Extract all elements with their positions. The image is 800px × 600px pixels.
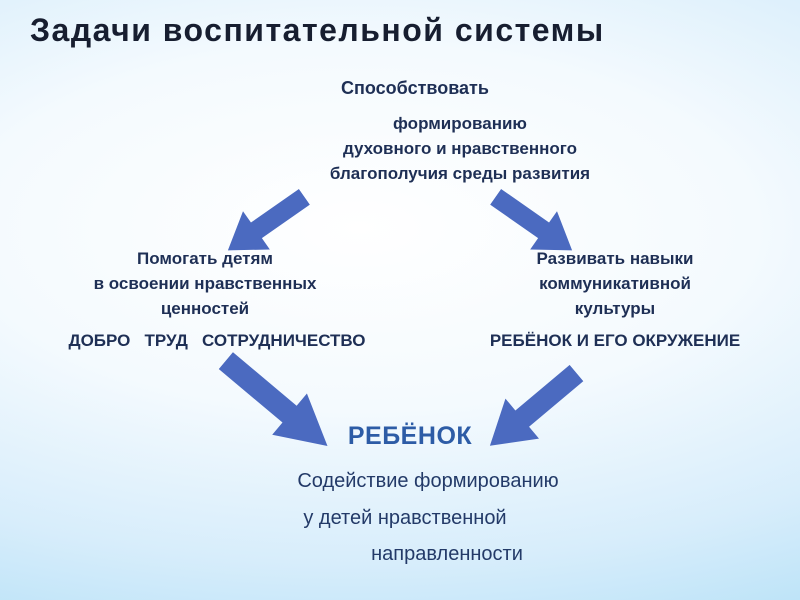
- arrow-down-right-icon: [490, 188, 573, 251]
- top-block-line: духовного и нравственного: [342, 139, 578, 158]
- arrow-down-left-icon: [489, 364, 584, 446]
- center-label: РЕБЁНОК: [347, 422, 473, 450]
- left-block-line: ценностей: [160, 299, 250, 318]
- arrow-down-left-icon: [227, 188, 310, 251]
- left-block-line: Помогать детям: [137, 249, 273, 268]
- bottom-block-line: у детей нравственной: [303, 507, 507, 529]
- right-text-block: Развивать навыки коммуникативной культур…: [445, 246, 785, 353]
- top-block-line: благополучия среды развития: [329, 164, 591, 183]
- left-block-line: в освоении нравственных: [93, 274, 317, 293]
- right-block-line: культуры: [574, 299, 656, 318]
- top-text-block: Способствовать формированию духовного и …: [295, 78, 625, 186]
- bottom-block-line: Содействие формированию: [297, 470, 559, 492]
- top-block-line: формированию: [393, 114, 527, 133]
- left-block-emphasis: ДОБРО ТРУД СОТРУДНИЧЕСТВО: [68, 331, 366, 350]
- bottom-block-line: направленности: [371, 543, 523, 565]
- top-block-line: Способствовать: [341, 78, 489, 98]
- right-block-line: Развивать навыки: [536, 249, 694, 268]
- right-block-emphasis: РЕБЁНОК И ЕГО ОКРУЖЕНИЕ: [489, 331, 741, 350]
- left-text-block: Помогать детям в освоении нравственных ц…: [20, 246, 390, 353]
- arrow-down-right-icon: [218, 352, 328, 446]
- slide-title: Задачи воспитательной системы: [30, 12, 605, 48]
- right-block-line: коммуникативной: [539, 274, 691, 293]
